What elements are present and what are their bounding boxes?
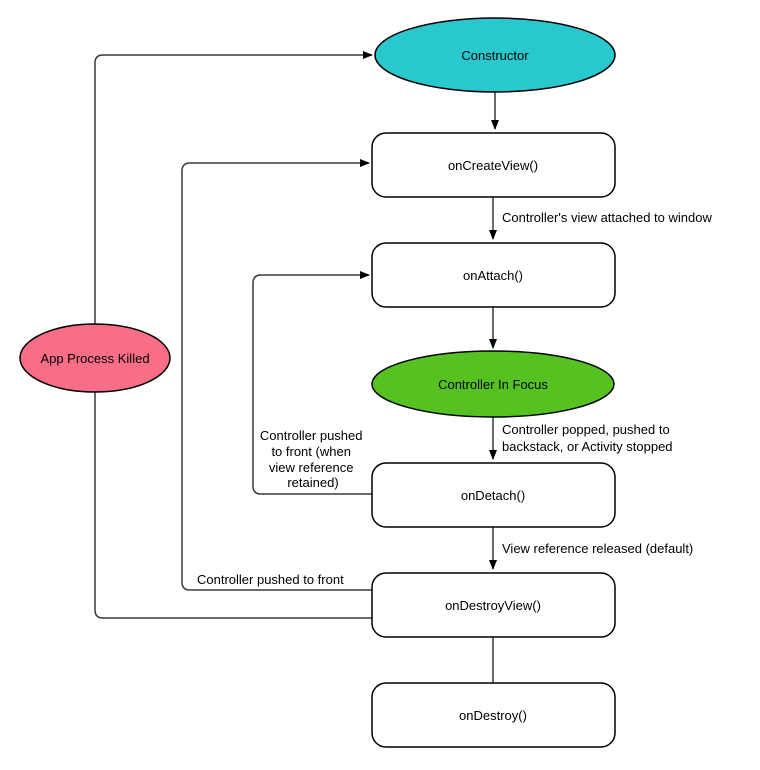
ondetach-node [371,462,616,528]
label-view-attached: Controller's view attached to window [502,210,712,225]
app-process-killed-label: App Process Killed [40,351,149,366]
ondetach-label: onDetach() [461,488,525,503]
ondestroy-label: onDestroy() [459,708,527,723]
oncreateview-label: onCreateView() [448,158,538,173]
constructor-label: Constructor [461,48,529,63]
onattach-node [371,242,616,308]
ondestroy-node [371,682,616,748]
edge-ondetach-to-onattach-loop [252,271,372,495]
label-view-released: View reference released (default) [502,541,693,556]
label-pushed-front-retained: Controller pushed to front (when view re… [260,428,366,490]
app-process-killed-node [19,323,171,393]
label-controller-popped: Controller popped, pushed to backstack, … [502,422,673,454]
controller-in-focus-label: Controller In Focus [438,377,548,392]
label-pushed-front: Controller pushed to front [197,572,344,587]
edge-ondestroyview-to-oncreateview-loop [181,159,372,591]
ondestroyview-node [371,572,616,638]
constructor-node [374,17,616,93]
oncreateview-node [371,132,616,198]
onattach-label: onAttach() [463,268,523,283]
controller-in-focus-node [371,350,615,418]
ondestroyview-label: onDestroyView() [445,598,541,613]
